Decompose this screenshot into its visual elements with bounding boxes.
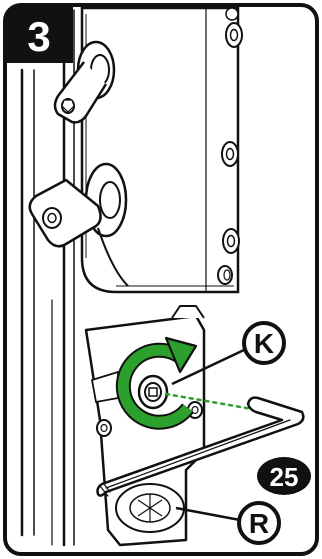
part-callout-label: K bbox=[254, 328, 274, 359]
bottom-wheel bbox=[116, 484, 184, 532]
plate-nut-top bbox=[226, 8, 238, 20]
plate-nut-bottom bbox=[218, 266, 232, 284]
plate-screw-top bbox=[226, 23, 242, 47]
step-number: 3 bbox=[27, 13, 50, 60]
tool-size-badge: 25 bbox=[257, 457, 311, 495]
plate-screw-middle bbox=[222, 142, 238, 166]
adjustment-screw bbox=[139, 376, 167, 408]
plate-screw-lower bbox=[223, 229, 239, 253]
carriage-bolt-left bbox=[97, 420, 111, 436]
step-badge: 3 bbox=[5, 5, 73, 63]
reference-callout-label: R bbox=[249, 508, 269, 539]
tool-size-label: 25 bbox=[270, 462, 299, 492]
